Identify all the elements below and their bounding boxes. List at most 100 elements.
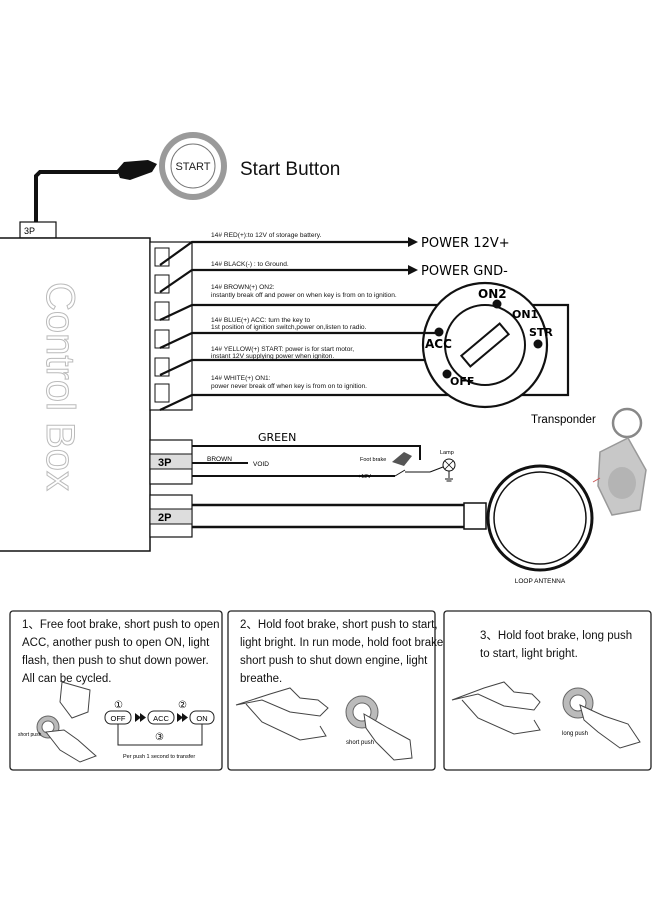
control-box: Control Box [0, 237, 151, 552]
wire-desc-blue: 1st position of ignition switch,power on… [211, 324, 367, 331]
seq-note: Per push 1 second to transfer [123, 754, 195, 760]
power-gnd-label: POWER GND- [421, 264, 508, 279]
wire-red [159, 240, 408, 266]
wire-desc-white: power never break off when key is from o… [211, 383, 367, 390]
step-2-line-2: light bright. In run mode, hold foot bra… [240, 637, 446, 649]
step-2-line-4: breathe. [240, 673, 282, 685]
step-1-line-1: 1、Free foot brake, short push to open [22, 619, 220, 631]
arrow-power-plus-icon [408, 237, 418, 247]
step-3-line-1: 3、Hold foot brake, long push [480, 630, 632, 642]
seq-arrow-icon [140, 713, 146, 722]
control-box-label: Control Box [38, 282, 82, 491]
pin-slot [154, 383, 170, 403]
wire-brown-label: BROWN [207, 456, 232, 463]
seq-acc: ACC [153, 714, 169, 723]
terminal-str [533, 339, 543, 349]
wire-label-yellow: 14# YELLOW(+) START: power is for start … [211, 346, 354, 353]
seq-n2: ② [178, 700, 187, 711]
step-3-line-2: to start, light bright. [480, 648, 578, 660]
arrow-power-gnd-icon [408, 265, 418, 275]
pedal-icon [245, 703, 327, 741]
step-3-push-label: long push [562, 731, 588, 737]
connector-2p-tag-bg [149, 508, 193, 525]
loop-antenna-label: LOOP ANTENNA [515, 578, 566, 585]
transponder-label: Transponder [531, 414, 596, 426]
wire-blue [159, 331, 410, 349]
wire-label-white: 14# WHITE(+) ON1: [211, 375, 271, 382]
signal-dash [592, 477, 601, 483]
wire-green-label: GREEN [258, 431, 296, 444]
foot-icon [451, 681, 541, 711]
terminal-off [442, 369, 452, 379]
seq-n1: ① [114, 700, 123, 711]
step-1-line-2: ACC, another push to open ON, light [22, 637, 210, 649]
lamp-label: Lamp [440, 450, 454, 456]
transponder-fob-center [608, 467, 636, 499]
wire-green [192, 445, 421, 460]
step-2-line-1: 2、Hold foot brake, short push to start, [240, 619, 438, 631]
seq-off: OFF [111, 714, 126, 723]
instruction-panel-2: 2、Hold foot brake, short push to start, … [227, 610, 446, 771]
wire-desc-brown: instantly break off and power on when ke… [211, 292, 397, 299]
control-box-body [0, 237, 151, 552]
start-button-cable [34, 170, 118, 222]
hand-icon [45, 729, 97, 763]
seq-arrow-icon [135, 713, 141, 722]
start-button-group: START Start Button 3P [19, 132, 340, 239]
foot-icon [59, 681, 91, 719]
connector-2p-tag: 2P [158, 512, 171, 524]
wire-loop-outer [159, 303, 570, 411]
seq-on: ON [196, 714, 207, 723]
loop-antenna-outer [486, 464, 594, 572]
pedal-icon [461, 699, 541, 735]
wire-black [159, 268, 408, 293]
antenna-terminal [463, 502, 487, 530]
connector-3p: 3P GREEN BROWN VOID Foot brake +12V Lamp [149, 431, 456, 485]
brake-switch [394, 469, 430, 477]
six-pin-connector [149, 241, 193, 411]
ignition-on1-label: ON1 [512, 308, 538, 321]
foot-brake-label: Foot brake [360, 457, 386, 463]
ignition-on2-label: ON2 [478, 287, 507, 301]
step-1-line-4: All can be cycled. [22, 673, 112, 685]
loop-antenna-inner [493, 471, 587, 565]
connector-2p: 2P LOOP ANTENNA [149, 464, 594, 585]
key-slot-icon [459, 322, 511, 368]
step-1-push-label: short push [18, 732, 42, 738]
key-ring-icon [611, 407, 643, 439]
seq-arrow-icon [182, 713, 188, 722]
terminal-acc [434, 327, 444, 337]
terminal-on2 [492, 299, 502, 309]
hand-icon [579, 704, 641, 749]
wire-desc-yellow: instant 12V supplying power when igniton… [211, 353, 334, 360]
wire-label-red: 14# RED(+):to 12V of storage battery. [211, 232, 322, 239]
transponder-group: Transponder [531, 407, 647, 516]
lamp-cross [444, 460, 454, 470]
instruction-panel-1: 1、Free foot brake, short push to open AC… [9, 610, 223, 771]
start-button-label: Start Button [240, 159, 340, 180]
panel-1-frame [9, 610, 223, 771]
instruction-panel-3: 3、Hold foot brake, long push to start, l… [443, 610, 652, 771]
ignition-str-label: STR [529, 326, 553, 339]
seq-acc-pill [147, 710, 175, 725]
wire-label-brown: 14# BROWN(+) ON2: [211, 284, 275, 291]
power-plus-label: POWER 12V+ [421, 236, 510, 251]
step-2-line-3: short push to shut down engine, light [240, 655, 428, 667]
hand-icon [363, 713, 413, 761]
ignition-switch: ON2 ON1 ACC STR OFF [410, 281, 553, 409]
connector-3p-tag-bg [149, 453, 193, 470]
start-button-face [165, 138, 221, 194]
seq-return-line [117, 724, 203, 746]
start-button-badge: START [175, 161, 210, 173]
foot-icon [235, 687, 329, 717]
plug-icon [117, 160, 157, 180]
foot-brake-icon [392, 452, 412, 466]
ignition-acc-label: ACC [425, 337, 452, 351]
seq-n3: ③ [155, 732, 164, 743]
wire-void-label: VOID [253, 461, 269, 468]
start-connector-label: 3P [24, 226, 35, 236]
lamp-wire [429, 466, 450, 478]
ground-icon [445, 478, 453, 482]
start-button-inner-ring [170, 143, 216, 189]
